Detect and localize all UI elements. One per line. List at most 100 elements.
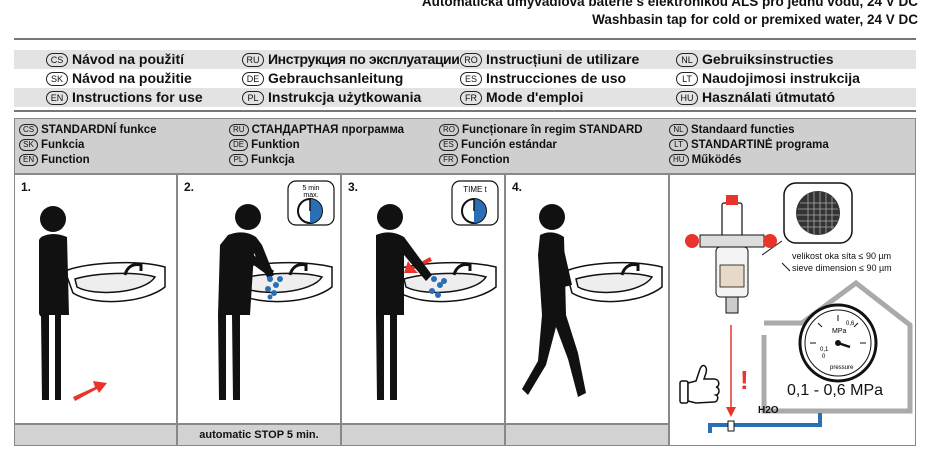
footer-cell-4 [505,424,669,446]
sieve-pointer [781,262,791,272]
lang-code-badge: LT [676,71,698,86]
gauge-unit: MPa [832,328,847,335]
filter-valve [685,195,777,314]
person-washing [218,204,274,400]
lang-code-badge: ES [460,71,482,86]
footer-auto-stop: automatic STOP 5 min. [177,424,341,446]
instructions-divider [14,110,916,112]
gauge-min-label: 0,1 [820,347,829,353]
flow-arrow-head [726,407,736,417]
sieve-callout [761,182,853,256]
person-rinsing [376,204,432,400]
washbasin [565,261,663,303]
gauge-max-label: 0,6 [846,321,855,327]
step-3-illustration: TIME t [376,180,499,400]
timer-time-label: TIME t [463,185,487,194]
thumbs-up-icon [679,364,720,404]
lang-code-badge: FR [460,90,482,105]
lang-code-badge: PL [229,154,248,166]
step-number: 4. [512,180,523,194]
lang-code-badge: NL [676,52,698,67]
lang-code-badge: CS [46,52,68,67]
lang-code-badge: HU [669,154,689,166]
step-3-panel: 3. TIME t [341,174,505,424]
person-walking-away [522,204,586,397]
step-number: 2. [184,180,195,194]
lang-code-badge: HU [676,90,698,105]
lang-code-badge: RO [460,52,482,67]
step-1-panel: 1. [14,174,177,424]
lang-code-badge: ES [439,139,458,151]
timer-label-line1: 5 min [302,185,319,192]
step-1-illustration [39,206,166,401]
warning-mark: ! [740,365,749,395]
water-drops [429,276,447,298]
approach-arrow [73,381,107,401]
step-4-panel: 4. [505,174,669,424]
pressure-range: 0,1 - 0,6 MPa [787,382,884,399]
lang-code-badge: RU [242,52,264,67]
house-outline [761,279,913,414]
installation-illustration: MPa 0,6 0,1 0 pressure ! [679,182,913,433]
lang-code-badge: FR [439,154,458,166]
timer-icon [287,180,335,226]
lang-code-badge: RU [229,124,249,136]
lang-code-badge: CS [19,124,39,136]
lang-code-badge: DE [229,139,249,151]
lang-code-badge: DE [242,71,264,86]
lang-code-badge: PL [242,90,264,105]
footer-cell-3 [341,424,505,446]
lang-code-badge: NL [669,124,688,136]
lang-code-badge: SK [46,71,68,86]
step-2-illustration: 5 min max. [218,180,335,400]
gauge-caption: pressure [830,365,854,371]
step-number: 3. [348,180,359,194]
footer-cell-1 [14,424,177,446]
pipe-fitting [727,420,735,432]
header-title-cs: Automatická umývadlová baterie s elektro… [421,0,918,9]
lang-code-badge: EN [46,90,68,105]
sieve-size-en: sieve dimension ≤ 90 µm [792,263,892,273]
timer-label-line2: max. [303,192,318,199]
sieve-size-cs: velikost oka síta ≤ 90 µm [792,251,892,261]
lang-code-badge: EN [19,154,39,166]
timer-time-icon [451,180,499,226]
washbasin [64,261,166,303]
gauge-zero-label: 0 [822,354,826,360]
header-divider [14,38,916,40]
lang-code-badge: SK [19,139,38,151]
lang-code-badge: LT [669,139,688,151]
water-label: H2O [758,405,779,416]
header-title-en: Washbasin tap for cold or premixed water… [592,12,918,27]
pressure-gauge [798,303,878,383]
lang-code-badge: RO [439,124,459,136]
step-4-illustration [522,204,663,397]
step-2-panel: 2. 5 min max. [177,174,341,424]
